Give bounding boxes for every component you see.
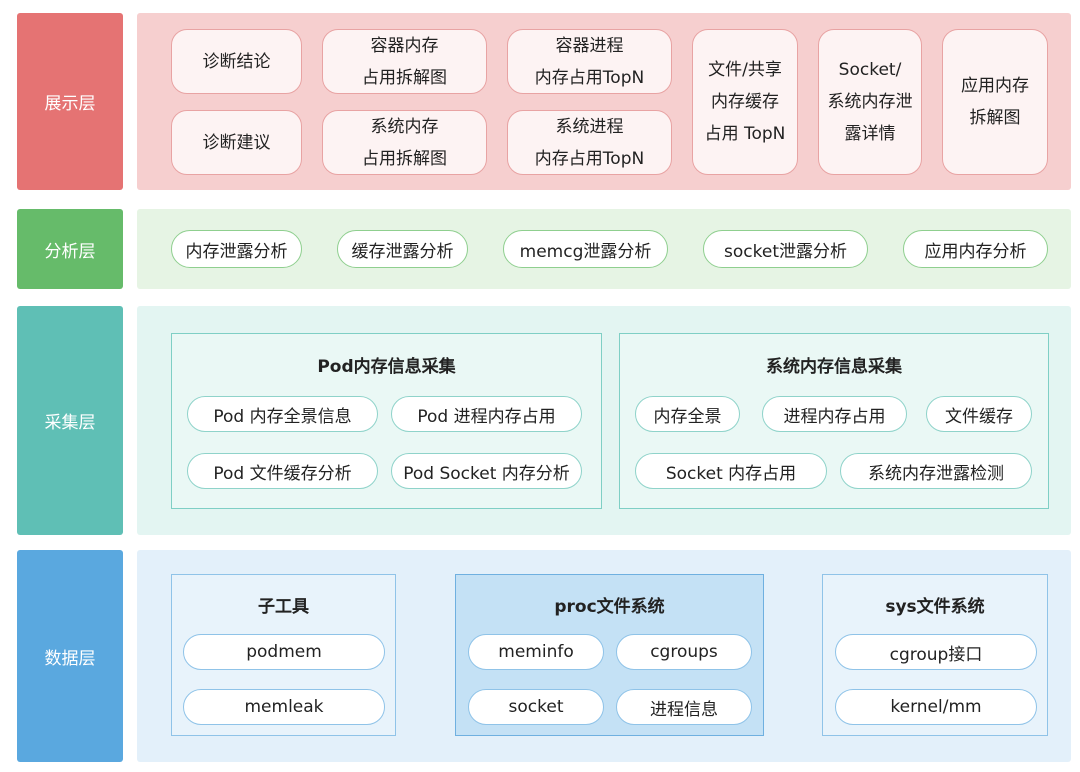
proc-item-meminfo: meminfo [468,634,604,670]
system-item-leak-detect: 系统内存泄露检测 [840,453,1032,489]
card-line: 系统进程 [555,116,624,137]
card-container-process-topn: 容器进程 内存占用TopN [507,29,672,94]
card-line: 应用内存 [961,76,1029,96]
card-line: Socket/ [838,60,902,80]
card-diagnosis-advice: 诊断建议 [171,110,302,175]
card-line: 内存占用TopN [534,148,645,169]
card-system-mem-breakdown: 系统内存 占用拆解图 [322,110,487,175]
pod-item-mem-overview: Pod 内存全景信息 [187,396,378,432]
card-line: 诊断建议 [202,132,271,153]
system-item-socket-mem: Socket 内存占用 [635,453,827,489]
analysis-item-memory-leak: 内存泄露分析 [171,230,302,268]
card-socket-leak-detail: Socket/ 系统内存泄 露详情 [818,29,922,175]
analysis-item-app-memory: 应用内存分析 [903,230,1048,268]
card-line: 系统内存泄 [827,92,913,112]
system-collection-title: 系统内存信息采集 [766,357,902,377]
card-container-mem-breakdown: 容器内存 占用拆解图 [322,29,487,94]
tool-item-memleak: memleak [183,689,385,725]
pod-item-process-mem: Pod 进程内存占用 [391,396,582,432]
layer-label-collection: 采集层 [17,306,123,535]
layer-label-data: 数据层 [17,550,123,762]
pod-item-socket-mem: Pod Socket 内存分析 [391,453,582,489]
proc-item-socket: socket [468,689,604,725]
pod-item-file-cache: Pod 文件缓存分析 [187,453,378,489]
card-line: 诊断结论 [202,51,271,72]
card-line: 拆解图 [969,108,1021,128]
analysis-item-memcg-leak: memcg泄露分析 [503,230,668,268]
card-diagnosis-conclusion: 诊断结论 [171,29,302,94]
card-line: 系统内存 [370,116,439,137]
card-line: 占用 TopN [704,124,786,144]
card-line: 内存缓存 [711,92,779,112]
proc-item-process-info: 进程信息 [616,689,752,725]
analysis-item-socket-leak: socket泄露分析 [703,230,868,268]
pod-collection-title: Pod内存信息采集 [317,357,456,377]
card-file-shared-cache-topn: 文件/共享 内存缓存 占用 TopN [692,29,798,175]
tool-item-podmem: podmem [183,634,385,670]
card-app-mem-breakdown: 应用内存 拆解图 [942,29,1048,175]
layer-label-presentation: 展示层 [17,13,123,190]
system-item-process-mem: 进程内存占用 [762,396,907,432]
system-item-mem-overview: 内存全景 [635,396,740,432]
layer-label-analysis: 分析层 [17,209,123,289]
card-line: 露详情 [844,124,896,144]
card-line: 容器进程 [555,35,624,56]
card-line: 内存占用TopN [534,67,645,88]
card-line: 占用拆解图 [362,148,447,169]
proc-fs-group-title: proc文件系统 [554,597,665,617]
card-line: 文件/共享 [708,60,782,80]
proc-item-cgroups: cgroups [616,634,752,670]
card-line: 占用拆解图 [362,67,447,88]
card-system-process-topn: 系统进程 内存占用TopN [507,110,672,175]
sys-fs-group-title: sys文件系统 [885,597,985,617]
card-line: 容器内存 [370,35,439,56]
sys-item-kernel-mm: kernel/mm [835,689,1037,725]
tools-group-title: 子工具 [258,597,309,617]
sys-item-cgroup-interface: cgroup接口 [835,634,1037,670]
analysis-item-cache-leak: 缓存泄露分析 [337,230,468,268]
system-item-file-cache: 文件缓存 [926,396,1032,432]
